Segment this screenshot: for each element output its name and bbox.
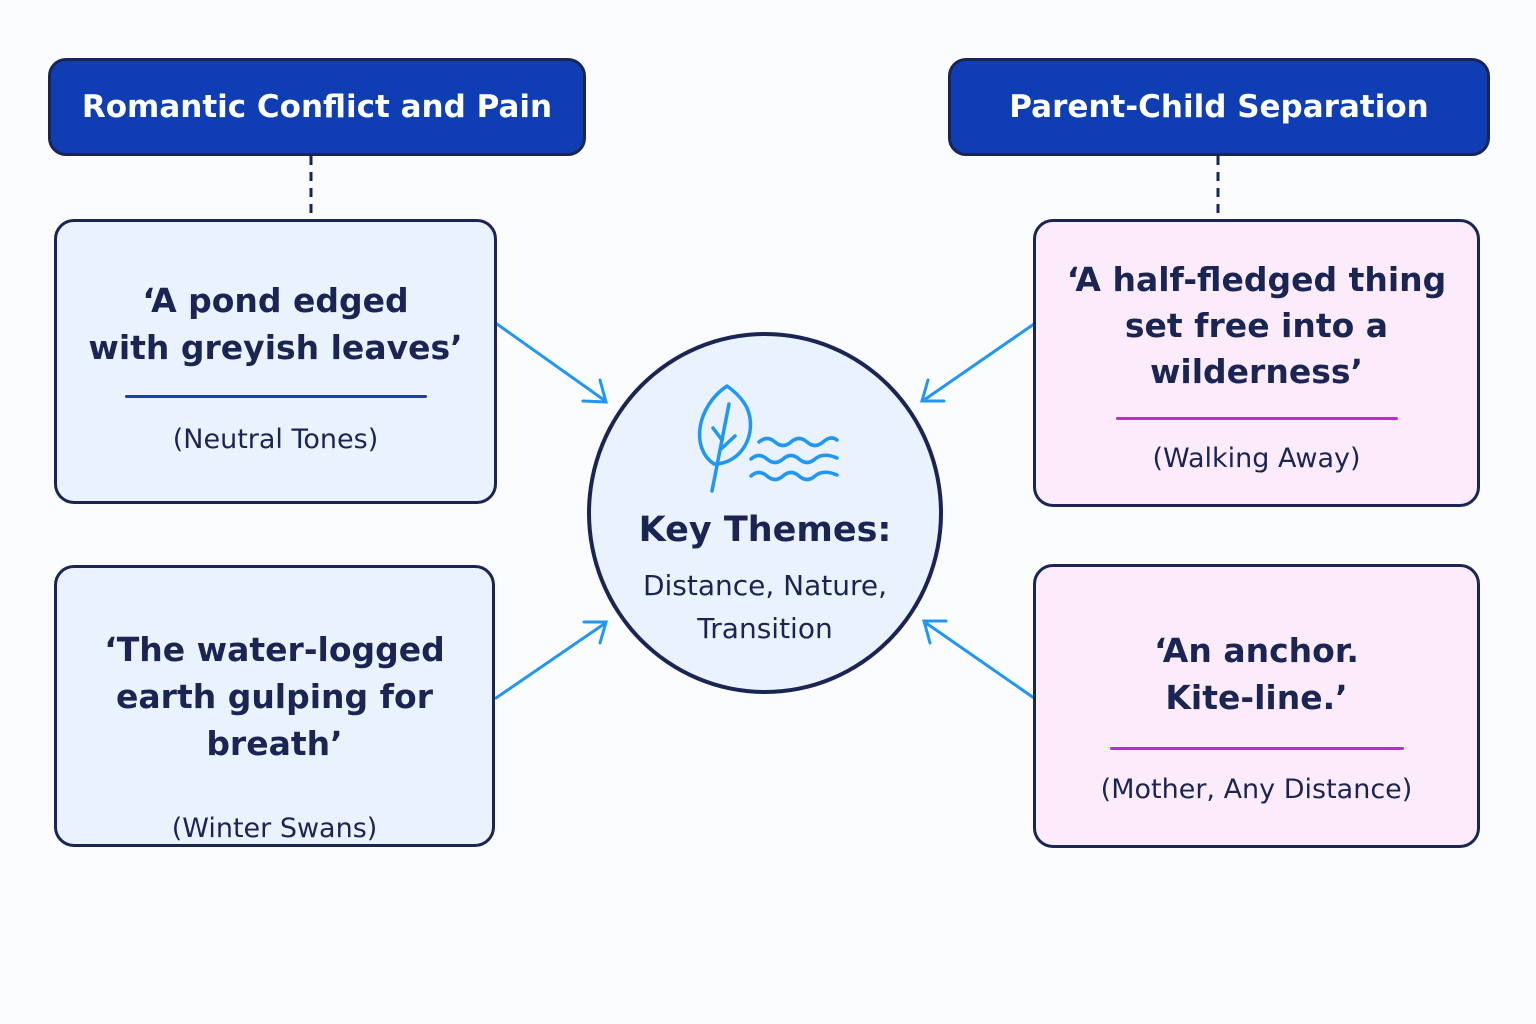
- center-subtitle: Distance, Nature, Transition: [591, 564, 939, 650]
- card-mother-any-distance: ‘An anchor. Kite-line.’ (Mother, Any Dis…: [1033, 564, 1480, 848]
- center-subtitle-line-2: Transition: [697, 612, 833, 645]
- card-neutral-tones: ‘A pond edged with greyish leaves’ (Neut…: [54, 219, 497, 504]
- water-waves-icon: [749, 436, 839, 482]
- card-winter-swans: ‘The water-logged earth gulping for brea…: [54, 565, 495, 847]
- card-walking-away: ‘A half-fledged thing set free into a wi…: [1033, 219, 1480, 507]
- header-romantic-conflict: Romantic Conflict and Pain: [48, 58, 586, 156]
- arrow-top-right: [922, 322, 1036, 402]
- quote-text: ‘The water-logged earth gulping for brea…: [104, 630, 445, 763]
- leaf-icon: [697, 384, 753, 493]
- arrow-bottom-right-head: [922, 619, 948, 645]
- quote-text: ‘A half-fledged thing set free into a wi…: [1066, 260, 1447, 391]
- arrow-top-right-head: [920, 378, 946, 403]
- arrow-top-left: [495, 322, 606, 402]
- quote-text: ‘An anchor. Kite-line.’: [1154, 631, 1359, 717]
- poem-source: (Winter Swans): [171, 813, 378, 844]
- quote-text: ‘A pond edged with greyish leaves’: [88, 281, 463, 367]
- divider-line: [1109, 747, 1404, 750]
- poem-source: (Mother, Any Distance): [1100, 774, 1413, 805]
- arrow-bottom-right: [924, 621, 1036, 700]
- header-parent-child-label: Parent-Child Separation: [1009, 89, 1429, 125]
- arrow-bottom-left: [494, 622, 606, 700]
- header-romantic-conflict-label: Romantic Conflict and Pain: [81, 89, 553, 125]
- center-subtitle-line-1: Distance, Nature,: [642, 569, 888, 602]
- arrow-top-left-head: [581, 378, 608, 404]
- divider-line: [1115, 417, 1398, 420]
- poem-source: (Neutral Tones): [172, 424, 379, 455]
- key-themes-circle: Key Themes: Distance, Nature, Transition: [587, 332, 943, 694]
- center-title: Key Themes:: [638, 510, 892, 550]
- header-parent-child: Parent-Child Separation: [948, 58, 1490, 156]
- arrow-bottom-left-head: [582, 620, 608, 645]
- poem-source: (Walking Away): [1152, 443, 1361, 474]
- divider-line: [124, 395, 427, 398]
